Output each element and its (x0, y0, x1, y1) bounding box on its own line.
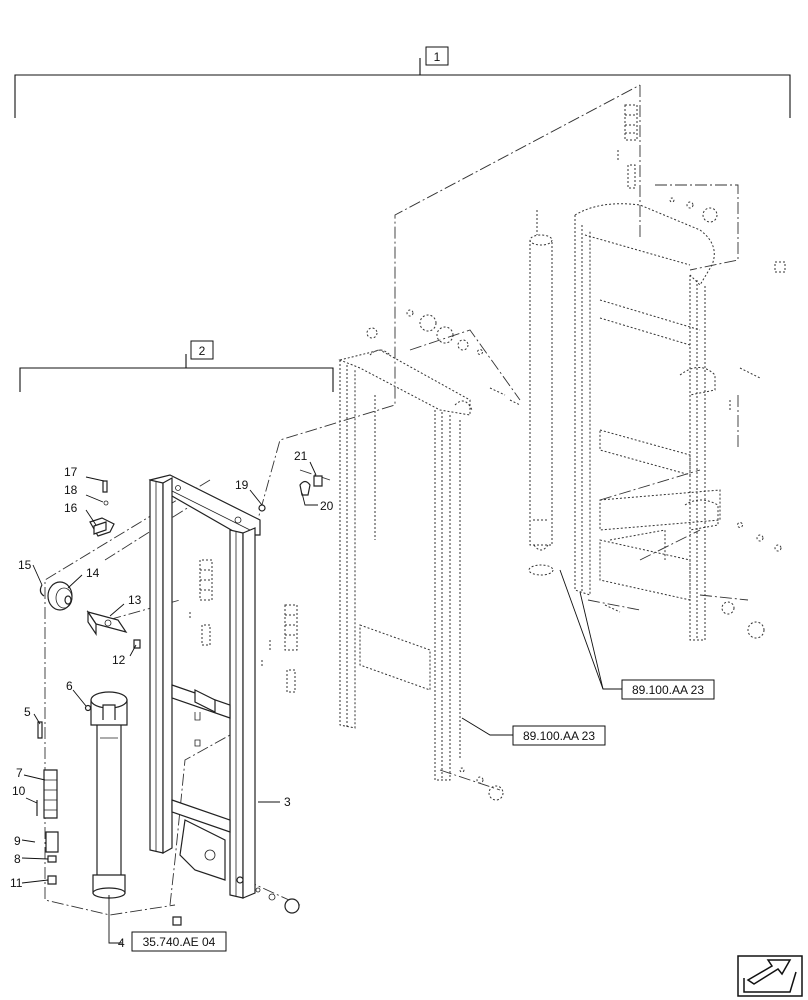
label-17[interactable]: 17 (64, 465, 78, 479)
hardware-19-21 (258, 475, 323, 512)
callout-box-1[interactable] (425, 46, 449, 66)
label-12[interactable]: 12 (112, 653, 126, 667)
label-16[interactable]: 16 (64, 501, 78, 515)
assembly-bracket-1: 1 (14, 46, 791, 118)
label-11[interactable]: 11 (10, 876, 23, 890)
callout-label-2: 2 (199, 344, 206, 358)
reference-callouts: 35.740.AE 04 89.100.AA 23 89.100.AA 23 (131, 679, 715, 952)
label-6[interactable]: 6 (66, 679, 73, 693)
cylinder-reference-box[interactable] (131, 931, 227, 952)
mid-mast-reference-label[interactable]: 89.100.AA 23 (523, 729, 595, 743)
label-21[interactable]: 21 (294, 449, 308, 463)
inner-mast-part-3[interactable] (148, 474, 300, 914)
cylinder-reference-label[interactable]: 35.740.AE 04 (143, 935, 216, 949)
callout-label-1: 1 (434, 50, 441, 64)
outer-mast-reference-label[interactable]: 89.100.AA 23 (632, 683, 704, 697)
lift-cylinder-part-4[interactable] (90, 691, 128, 899)
part-number-labels: 17 18 16 15 14 13 12 6 5 7 10 9 8 11 4 3… (10, 449, 334, 950)
callout-box-2[interactable] (190, 340, 214, 360)
outer-mast-reference-box[interactable] (621, 679, 715, 700)
label-13[interactable]: 13 (128, 593, 142, 607)
middle-mast-assembly (338, 309, 521, 801)
small-parts (36, 480, 182, 926)
label-20[interactable]: 20 (320, 499, 334, 513)
label-15[interactable]: 15 (18, 558, 32, 572)
label-14[interactable]: 14 (86, 566, 100, 580)
label-18[interactable]: 18 (64, 483, 78, 497)
label-7[interactable]: 7 (16, 766, 23, 780)
label-19[interactable]: 19 (235, 478, 249, 492)
next-page-arrow-icon[interactable] (737, 955, 803, 997)
label-3[interactable]: 3 (284, 795, 291, 809)
label-4[interactable]: 4 (118, 936, 125, 950)
label-8[interactable]: 8 (14, 852, 21, 866)
assembly-bracket-2: 2 (19, 340, 334, 392)
outer-mast-assembly (528, 104, 786, 641)
mid-mast-reference-box[interactable] (512, 725, 606, 746)
label-10[interactable]: 10 (12, 784, 26, 798)
chain-assembly (261, 604, 298, 693)
label-5[interactable]: 5 (24, 705, 31, 719)
leader-lines (21, 461, 622, 944)
label-9[interactable]: 9 (14, 834, 21, 848)
